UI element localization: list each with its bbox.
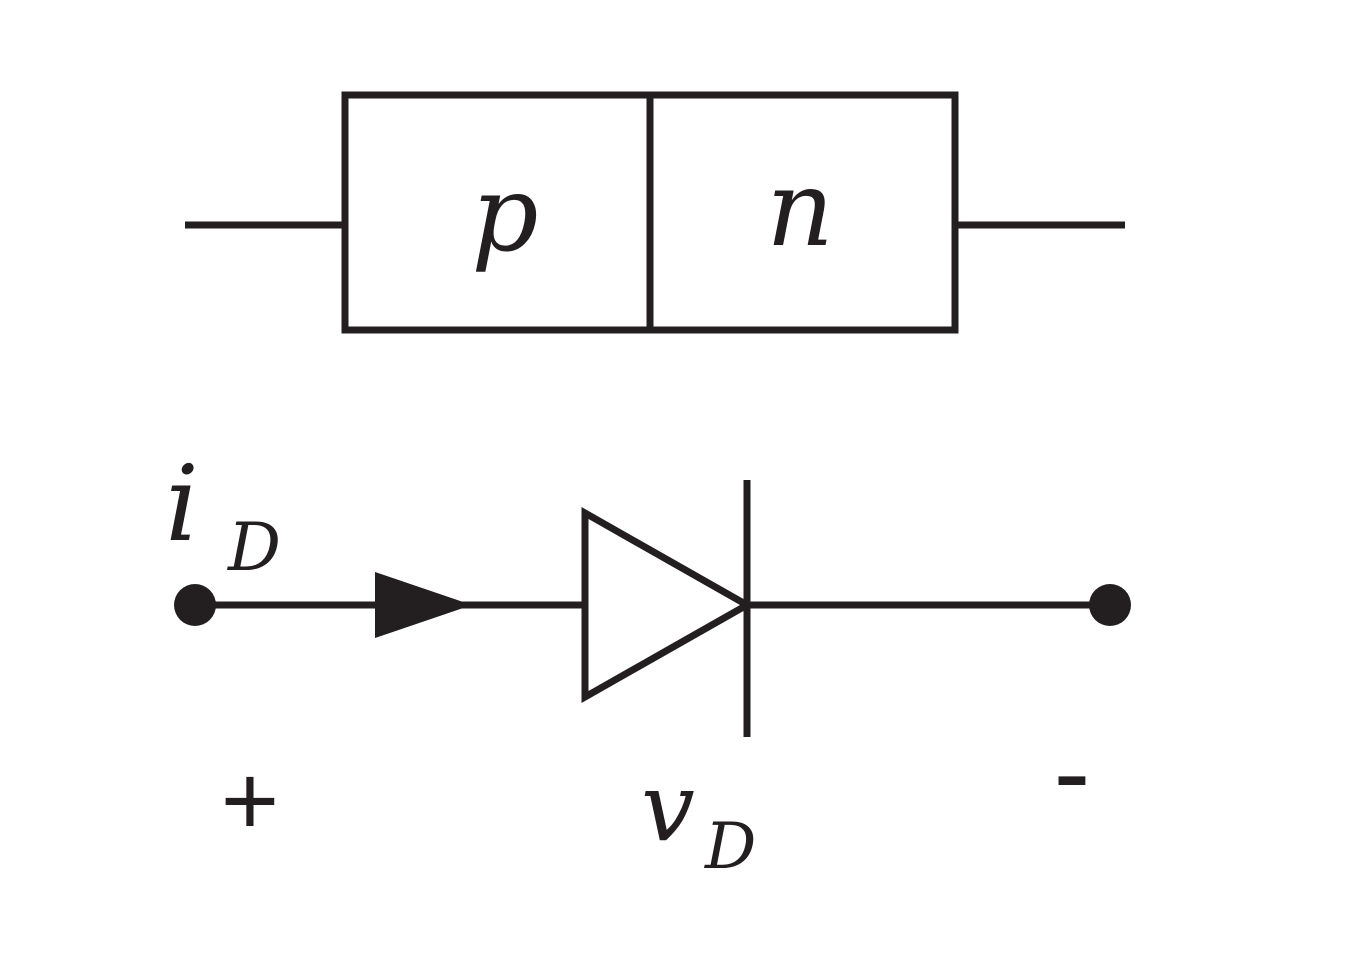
- right-terminal-dot: [1089, 584, 1131, 626]
- current-arrowhead-icon: [375, 572, 472, 638]
- plus-sign: +: [221, 745, 279, 857]
- current-label-subscript: D: [227, 509, 281, 586]
- diode-triangle: [581, 506, 755, 704]
- current-label: i: [165, 443, 199, 565]
- n-region-label: n: [766, 148, 834, 270]
- voltage-label-group: v D: [641, 753, 756, 884]
- voltage-label-subscript: D: [704, 810, 756, 884]
- diode-circuit-symbol: i D + v D -: [165, 443, 1131, 884]
- pn-junction-block: p n: [185, 91, 1125, 334]
- left-terminal-dot: [174, 584, 216, 626]
- minus-sign: -: [1054, 711, 1091, 834]
- p-region-label: p: [471, 153, 538, 275]
- voltage-label: v: [641, 753, 695, 863]
- current-label-group: i D: [165, 443, 281, 586]
